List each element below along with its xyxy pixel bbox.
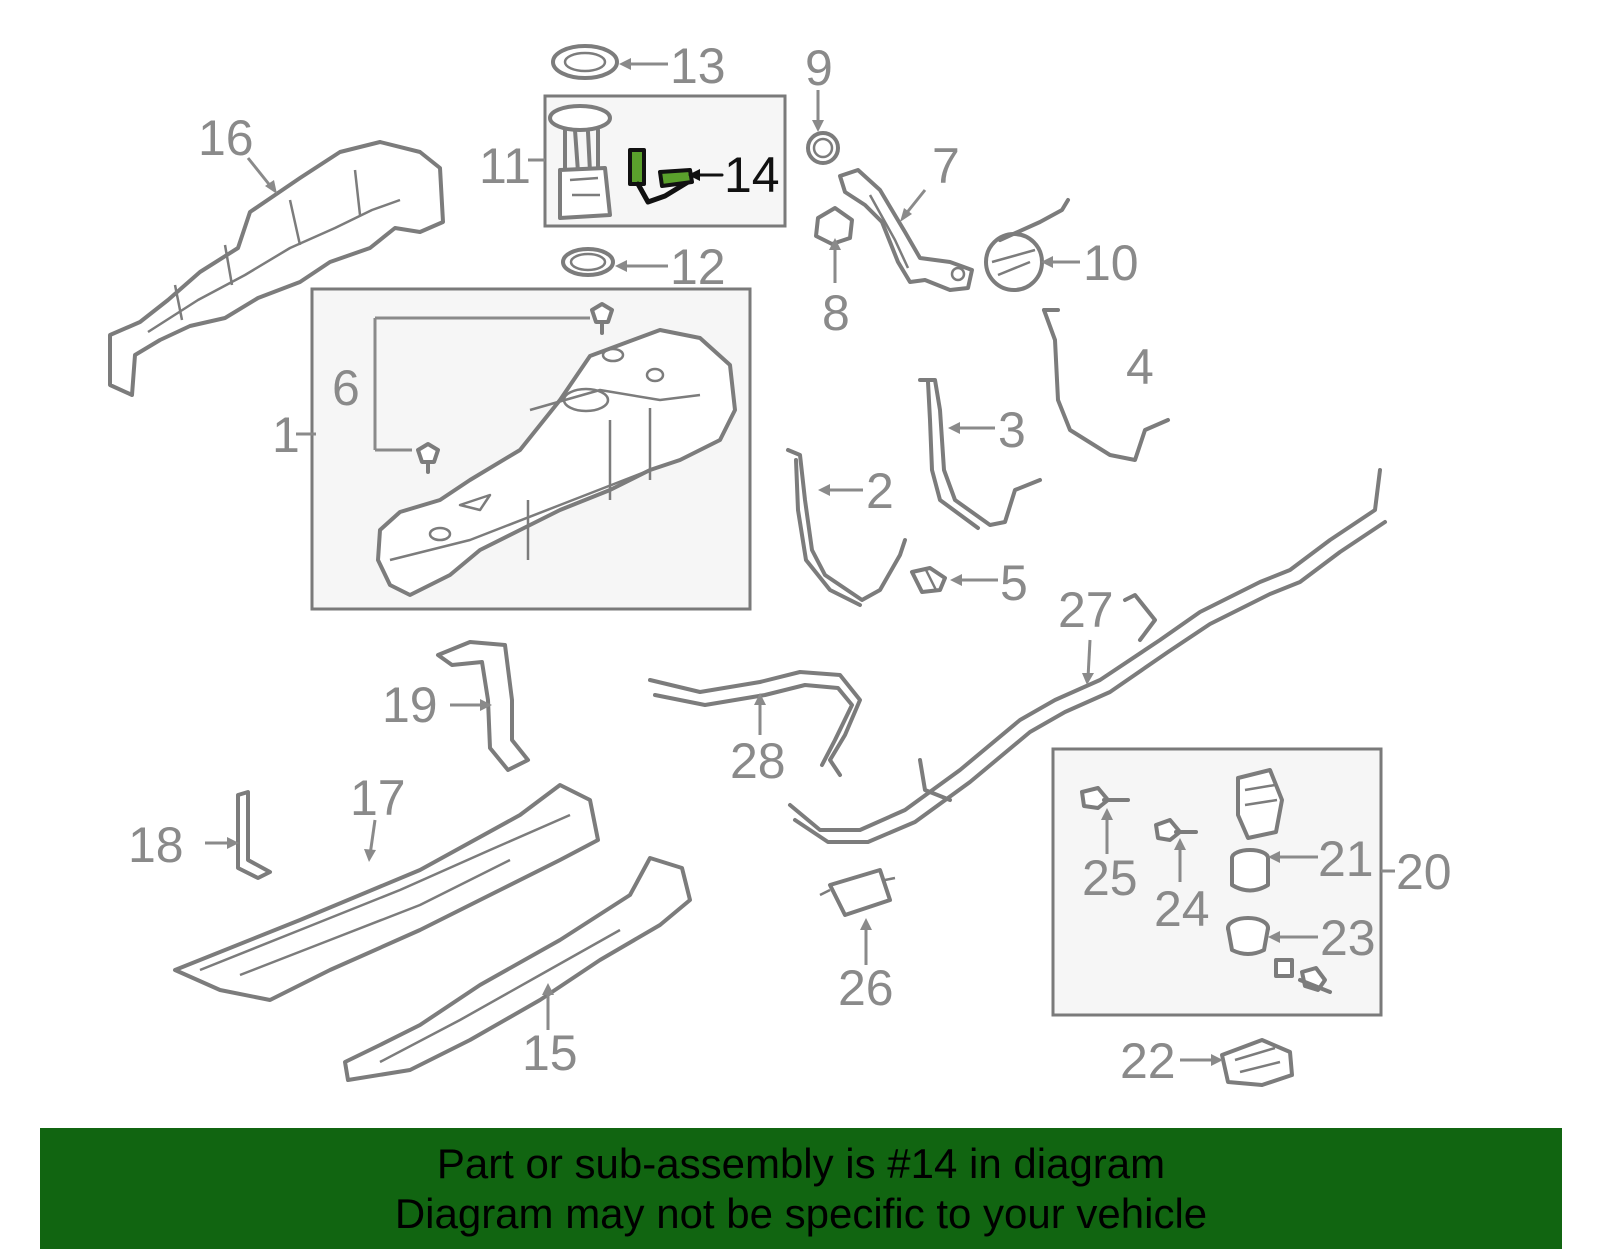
part-23-filter-cup[interactable] bbox=[1226, 916, 1270, 956]
part-15-shield[interactable] bbox=[343, 856, 692, 1082]
part-26-vapor-valve[interactable] bbox=[819, 868, 896, 917]
callout-23: 23 bbox=[1320, 910, 1376, 966]
callout-11: 11 bbox=[479, 138, 531, 194]
leader-lines bbox=[205, 58, 1395, 1066]
part-4-tank-strap[interactable] bbox=[1042, 308, 1170, 462]
callout-5: 5 bbox=[1000, 555, 1028, 611]
part-28-vapor-lines[interactable] bbox=[648, 670, 862, 777]
callout-19: 19 bbox=[382, 677, 438, 733]
callout-16: 16 bbox=[198, 110, 254, 166]
info-banner: Part or sub-assembly is #14 in diagram D… bbox=[40, 1128, 1562, 1249]
part-21-fuel-filter[interactable] bbox=[1230, 848, 1270, 893]
callout-21: 21 bbox=[1318, 831, 1374, 887]
callout-17: 17 bbox=[350, 770, 406, 826]
part-3-tank-strap[interactable] bbox=[918, 378, 1042, 530]
fuel-filter-group-box bbox=[1051, 747, 1383, 1017]
callout-9: 9 bbox=[805, 40, 833, 96]
callout-3: 3 bbox=[998, 402, 1026, 458]
part-22-filter-housing[interactable] bbox=[1220, 1038, 1294, 1087]
callout-14: 14 bbox=[724, 147, 780, 203]
callout-6: 6 bbox=[332, 360, 360, 416]
callout-4: 4 bbox=[1126, 339, 1154, 395]
part-6-tank-clips[interactable] bbox=[416, 302, 614, 474]
callout-27: 27 bbox=[1058, 582, 1114, 638]
callout-25: 25 bbox=[1082, 850, 1138, 906]
part-18-bracket[interactable] bbox=[236, 790, 272, 880]
part-13-lock-ring[interactable] bbox=[551, 44, 619, 80]
part-8-fuel-cap[interactable] bbox=[814, 206, 854, 246]
callout-26: 26 bbox=[838, 960, 894, 1016]
part-7-filler-pipe[interactable] bbox=[838, 168, 974, 292]
callout-22: 22 bbox=[1120, 1033, 1176, 1089]
banner-line-part-number: Part or sub-assembly is #14 in diagram bbox=[436, 1139, 1166, 1187]
callout-7: 7 bbox=[932, 138, 960, 194]
part-11-fuel-pump-module[interactable] bbox=[548, 104, 612, 220]
part-9-cap-ring[interactable] bbox=[806, 131, 840, 165]
part-16-heat-shield[interactable] bbox=[108, 140, 445, 397]
callout-20: 20 bbox=[1396, 844, 1452, 900]
banner-line-disclaimer: Diagram may not be specific to your vehi… bbox=[394, 1189, 1208, 1237]
callout-13: 13 bbox=[670, 38, 726, 94]
part-19-strap[interactable] bbox=[436, 640, 530, 772]
callout-28: 28 bbox=[730, 733, 786, 789]
callout-15: 15 bbox=[522, 1025, 578, 1081]
part-17-skid-plate[interactable] bbox=[173, 783, 600, 1002]
callout-12: 12 bbox=[670, 239, 726, 295]
part-24-bolt[interactable] bbox=[1154, 818, 1198, 842]
part-20-fuel-filter-assembly[interactable] bbox=[1236, 768, 1332, 994]
callout-8: 8 bbox=[822, 285, 850, 341]
callout-24: 24 bbox=[1154, 881, 1210, 937]
callout-1: 1 bbox=[272, 407, 300, 463]
part-25-bolt[interactable] bbox=[1080, 786, 1130, 810]
part-1-fuel-tank[interactable] bbox=[376, 328, 737, 597]
part-2-tank-strap[interactable] bbox=[786, 448, 907, 607]
part-27-fuel-lines[interactable] bbox=[788, 468, 1387, 844]
callout-18: 18 bbox=[128, 817, 184, 873]
part-10-filler-housing[interactable] bbox=[984, 198, 1070, 292]
callout-10: 10 bbox=[1083, 235, 1139, 291]
callout-2: 2 bbox=[866, 463, 894, 519]
part-12-gasket[interactable] bbox=[561, 247, 615, 277]
part-5-bolt[interactable] bbox=[910, 566, 947, 594]
part-14-fuel-level-sender[interactable] bbox=[628, 148, 694, 205]
